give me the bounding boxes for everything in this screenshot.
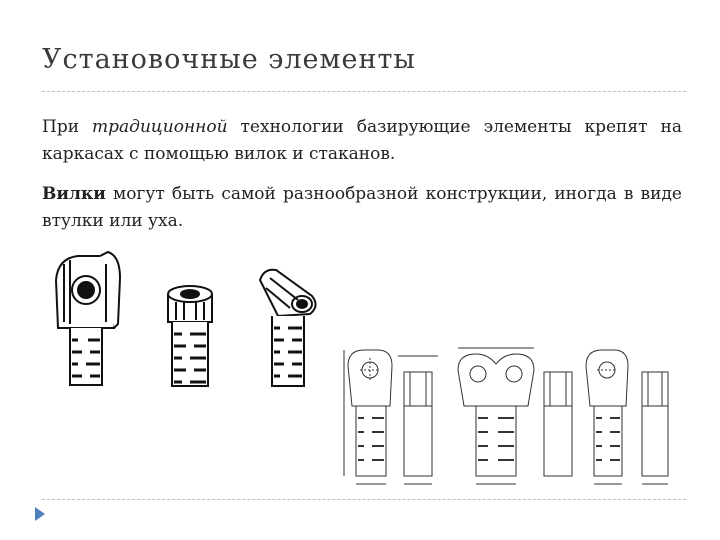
paragraph-2: Вилки могут быть самой разнообразной кон… [42,181,682,235]
paragraph-1-italic: традиционной [92,117,228,137]
sleeve-illustration [167,285,213,387]
drawing-variant-3 [585,349,669,485]
footer-divider [42,499,686,500]
slide-title: Установочные элементы [42,44,416,75]
paragraph-1: При традиционной технологии базирующие э… [42,114,682,168]
drawing-variant-1 [343,349,438,485]
paragraph-1-rest: технологии базирующие элементы крепят на… [42,117,682,164]
fork-illustration-1 [54,250,122,386]
drawing-variant-2 [457,347,573,485]
bullet-arrow-icon [35,507,45,521]
technical-drawings [343,347,669,485]
paragraph-2-rest: могут быть самой разнообразной конструкц… [42,184,682,231]
title-divider [42,91,686,92]
paragraph-1-lead: При [42,117,93,137]
angled-fork-illustration [258,268,317,387]
paragraph-2-bold: Вилки [42,184,106,204]
